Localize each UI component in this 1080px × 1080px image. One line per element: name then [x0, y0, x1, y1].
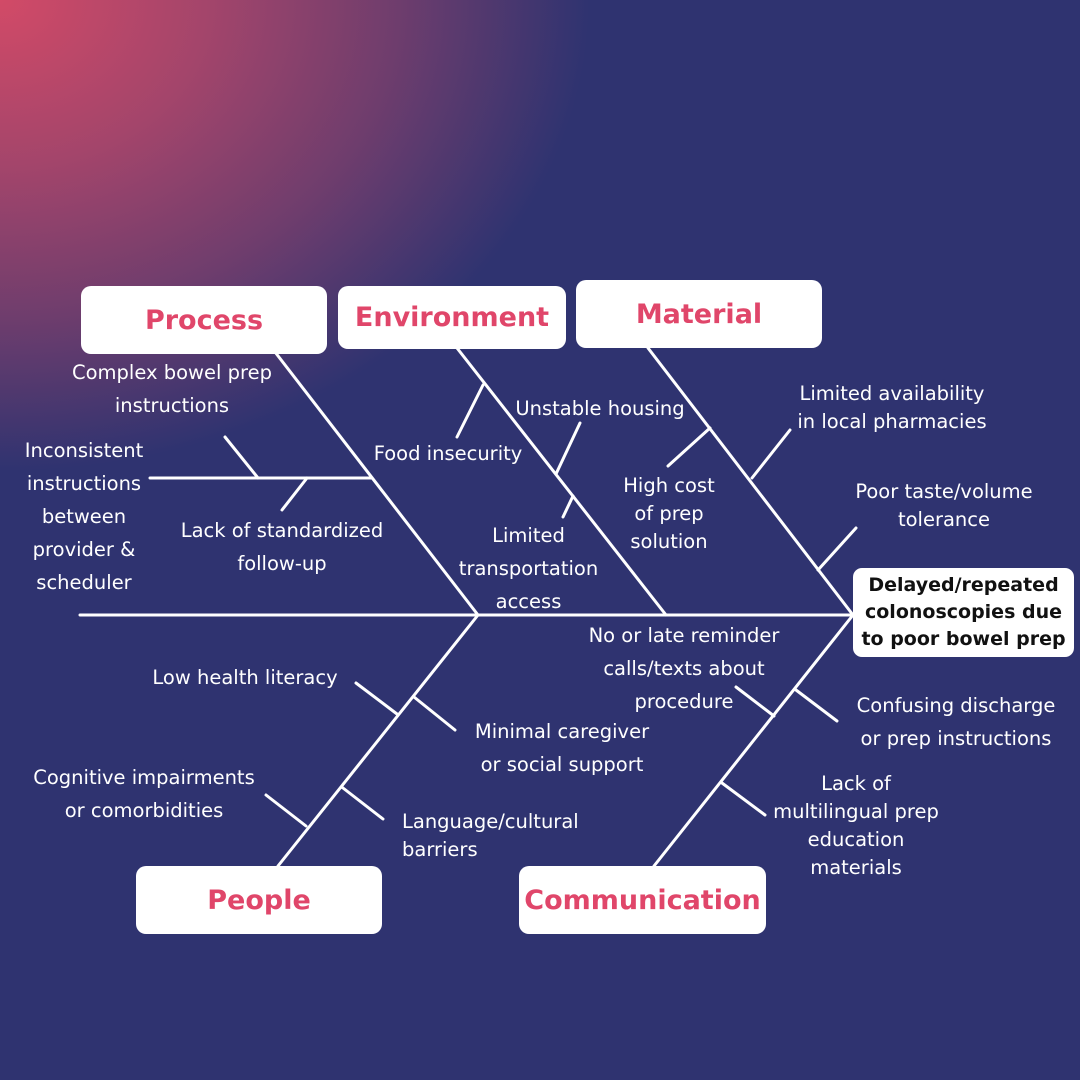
cause-low-health-literacy: Low health literacy — [152, 666, 338, 689]
cognitive-tick — [264, 793, 308, 828]
category-people: People — [136, 866, 382, 934]
category-environment: Environment — [338, 286, 566, 349]
cause-unstable-housing: Unstable housing — [515, 397, 685, 420]
category-communication-label: Communication — [524, 884, 761, 916]
limited-transportation-tick — [561, 494, 575, 519]
cause-high-cost: High cost of prep solution — [623, 474, 715, 553]
category-environment-label: Environment — [354, 302, 550, 333]
lack-followup-tick — [280, 476, 309, 512]
effect-label: Delayed/repeated colonoscopies due to po… — [861, 574, 1066, 650]
process-bone — [273, 350, 480, 617]
effect-box: Delayed/repeated colonoscopies due to po… — [853, 568, 1074, 657]
high-cost-tick — [666, 426, 712, 468]
category-material-label: Material — [635, 298, 763, 330]
cause-multilingual: Lack of multilingual prep education mate… — [773, 772, 939, 879]
category-process-label: Process — [144, 304, 264, 336]
category-process: Process — [81, 286, 327, 354]
poor-taste-tick — [816, 526, 858, 572]
people-bone — [276, 613, 480, 868]
reminder-calls-tick — [734, 685, 776, 718]
category-communication: Communication — [519, 866, 766, 934]
cause-limited-availability: Limited availability in local pharmacies — [797, 382, 987, 433]
limited-availability-tick — [750, 428, 792, 480]
cause-food-insecurity: Food insecurity — [373, 442, 523, 465]
cause-cognitive: Cognitive impairments or comorbidities — [33, 766, 255, 822]
environment-bone — [455, 346, 668, 617]
cause-inconsistent-instructions: Inconsistent instructions between provid… — [24, 439, 144, 594]
cause-minimal-support: Minimal caregiver or social support — [474, 720, 650, 776]
cause-lack-followup: Lack of standardized follow-up — [180, 519, 384, 575]
complex-instructions-tick — [223, 435, 260, 480]
multilingual-tick — [720, 781, 767, 817]
category-material: Material — [576, 280, 822, 348]
low-health-literacy-tick — [354, 681, 399, 716]
cause-confusing-discharge: Confusing discharge or prep instructions — [856, 694, 1056, 750]
language-tick — [341, 786, 385, 821]
cause-language: Language/cultural barriers — [402, 810, 579, 861]
food-insecurity-tick — [455, 383, 485, 439]
cause-limited-transportation: Limited transportation access — [458, 524, 599, 613]
unstable-housing-tick — [554, 421, 582, 476]
minimal-support-tick — [412, 695, 457, 732]
cause-reminder-calls: No or late reminder calls/texts about pr… — [588, 624, 780, 713]
confusing-discharge-tick — [794, 688, 839, 723]
communication-bone — [652, 613, 855, 868]
cause-poor-taste: Poor taste/volume tolerance — [855, 480, 1033, 531]
category-people-label: People — [207, 884, 311, 916]
cause-complex-instructions: Complex bowel prep instructions — [72, 361, 272, 417]
